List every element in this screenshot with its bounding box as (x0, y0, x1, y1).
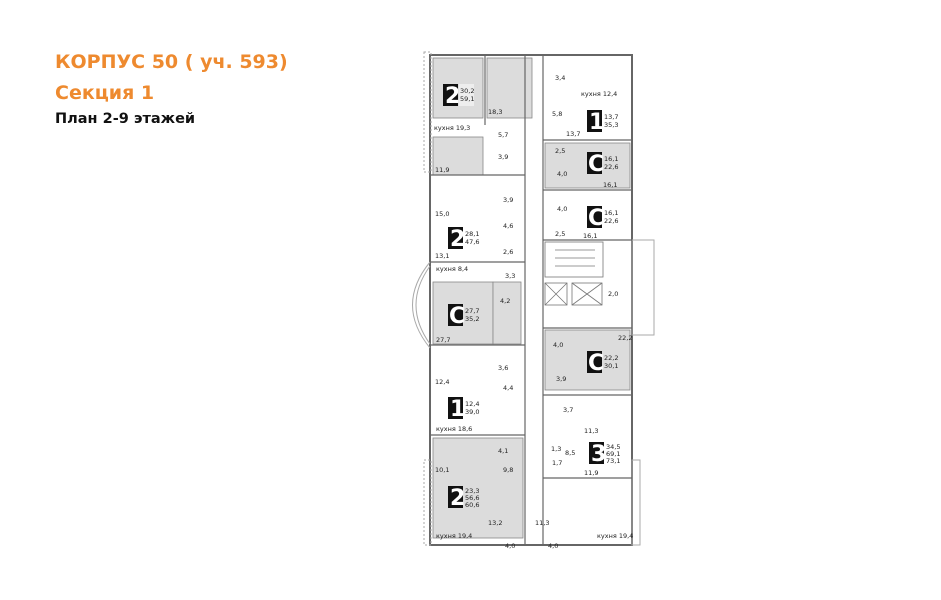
stair-elevator-core (544, 241, 604, 306)
svg-text:27,7: 27,7 (436, 336, 450, 344)
svg-text:4,1: 4,1 (498, 447, 508, 455)
svg-text:22,2: 22,2 (618, 334, 632, 342)
svg-text:30,2: 30,2 (460, 87, 474, 95)
svg-text:22,2: 22,2 (604, 354, 618, 362)
apartment-badge-a2[interactable]: 1 13,7 35,3 (587, 110, 618, 135)
svg-text:1: 1 (450, 397, 465, 422)
apartment-badge-a6[interactable]: C 27,7 35,2 (448, 304, 479, 329)
svg-text:2,5: 2,5 (555, 230, 565, 238)
svg-text:9,8: 9,8 (503, 466, 513, 474)
svg-text:34,5: 34,5 (606, 443, 620, 451)
svg-text:5,8: 5,8 (552, 110, 562, 118)
svg-text:11,9: 11,9 (584, 469, 598, 477)
apartment-badge-a8[interactable]: 1 12,4 39,0 (448, 397, 479, 422)
svg-text:C: C (449, 304, 465, 329)
svg-text:4,0: 4,0 (553, 341, 563, 349)
svg-text:11,3: 11,3 (535, 519, 549, 527)
interior-walls (430, 55, 632, 545)
svg-text:2: 2 (445, 84, 460, 109)
room-labels: 18,3 кухня 19,3 5,7 3,9 11,9 3,4 кухня 1… (434, 74, 633, 550)
svg-text:28,1: 28,1 (465, 230, 479, 238)
svg-text:3: 3 (591, 442, 606, 467)
svg-text:69,1: 69,1 (606, 450, 620, 458)
svg-text:18,3: 18,3 (488, 108, 502, 116)
svg-text:2,0: 2,0 (608, 290, 618, 298)
svg-text:кухня 12,4: кухня 12,4 (581, 90, 617, 98)
svg-text:8,5: 8,5 (565, 449, 575, 457)
svg-text:5,7: 5,7 (498, 131, 508, 139)
svg-text:73,1: 73,1 (606, 457, 620, 465)
svg-text:3,7: 3,7 (563, 406, 573, 414)
svg-text:C: C (588, 206, 604, 231)
svg-text:23,3: 23,3 (465, 487, 479, 495)
svg-text:16,1: 16,1 (583, 232, 597, 240)
apartment-badge-a5[interactable]: 2 28,1 47,6 (448, 227, 479, 252)
svg-text:27,7: 27,7 (465, 307, 479, 315)
svg-text:13,2: 13,2 (488, 519, 502, 527)
apartment-badge-a1[interactable]: 2 30,2 59,1 (443, 84, 474, 109)
svg-text:13,1: 13,1 (435, 252, 449, 260)
svg-text:4,4: 4,4 (503, 384, 513, 392)
elevator-2 (571, 282, 603, 306)
svg-text:2: 2 (450, 227, 465, 252)
section-title: Секция 1 (55, 82, 155, 104)
svg-text:35,3: 35,3 (604, 121, 618, 129)
svg-text:11,9: 11,9 (435, 166, 449, 174)
svg-text:1,3: 1,3 (551, 445, 561, 453)
apartment-badge-a9[interactable]: 3 34,5 69,1 73,1 (589, 442, 620, 467)
svg-text:3,9: 3,9 (556, 375, 566, 383)
building-title: КОРПУС 50 ( уч. 593) (55, 51, 288, 73)
svg-text:кухня 19,4: кухня 19,4 (436, 532, 472, 540)
svg-text:кухня 8,4: кухня 8,4 (436, 265, 468, 273)
svg-text:4,0: 4,0 (557, 170, 567, 178)
svg-text:4,0: 4,0 (557, 205, 567, 213)
svg-text:56,6: 56,6 (465, 494, 479, 502)
floor-plan-subtitle: План 2-9 этажей (55, 111, 196, 127)
elevator-1 (544, 282, 568, 306)
svg-text:16,1: 16,1 (603, 181, 617, 189)
apartment-badge-a3[interactable]: C 16,1 22,6 (587, 152, 618, 177)
svg-text:12,4: 12,4 (465, 400, 479, 408)
svg-text:30,1: 30,1 (604, 362, 618, 370)
svg-text:60,6: 60,6 (465, 501, 479, 509)
svg-text:3,9: 3,9 (503, 196, 513, 204)
svg-text:39,0: 39,0 (465, 408, 479, 416)
svg-text:кухня 19,4: кухня 19,4 (597, 532, 633, 540)
svg-text:2,6: 2,6 (503, 248, 513, 256)
svg-text:4,0: 4,0 (505, 542, 515, 550)
svg-text:C: C (588, 351, 604, 376)
balcony-outlines (412, 51, 655, 546)
svg-text:59,1: 59,1 (460, 95, 474, 103)
svg-text:4,2: 4,2 (500, 297, 510, 305)
svg-text:15,0: 15,0 (435, 210, 449, 218)
svg-text:11,3: 11,3 (584, 427, 598, 435)
svg-text:3,4: 3,4 (555, 74, 565, 82)
svg-text:16,1: 16,1 (604, 155, 618, 163)
svg-text:2: 2 (450, 486, 465, 511)
svg-text:3,3: 3,3 (505, 272, 515, 280)
apartment-badge-a10[interactable]: 2 23,3 56,6 60,6 (448, 486, 479, 511)
svg-text:2,5: 2,5 (555, 147, 565, 155)
svg-text:16,1: 16,1 (604, 209, 618, 217)
svg-text:12,4: 12,4 (435, 378, 449, 386)
svg-text:4,0: 4,0 (548, 542, 558, 550)
svg-text:13,7: 13,7 (604, 113, 618, 121)
svg-text:кухня 18,6: кухня 18,6 (436, 425, 472, 433)
svg-text:3,6: 3,6 (498, 364, 508, 372)
svg-text:22,6: 22,6 (604, 217, 618, 225)
svg-text:35,2: 35,2 (465, 315, 479, 323)
apartment-badge-a7[interactable]: C 22,2 30,1 (587, 351, 618, 376)
svg-text:47,6: 47,6 (465, 238, 479, 246)
svg-text:22,6: 22,6 (604, 163, 618, 171)
svg-text:3,9: 3,9 (498, 153, 508, 161)
svg-text:1: 1 (589, 110, 604, 135)
svg-text:кухня 19,3: кухня 19,3 (434, 124, 470, 132)
svg-text:13,7: 13,7 (566, 130, 580, 138)
svg-text:4,6: 4,6 (503, 222, 513, 230)
svg-text:1,7: 1,7 (552, 459, 562, 467)
svg-text:C: C (588, 152, 604, 177)
svg-text:10,1: 10,1 (435, 466, 449, 474)
apartment-badge-a4[interactable]: C 16,1 22,6 (587, 206, 618, 231)
